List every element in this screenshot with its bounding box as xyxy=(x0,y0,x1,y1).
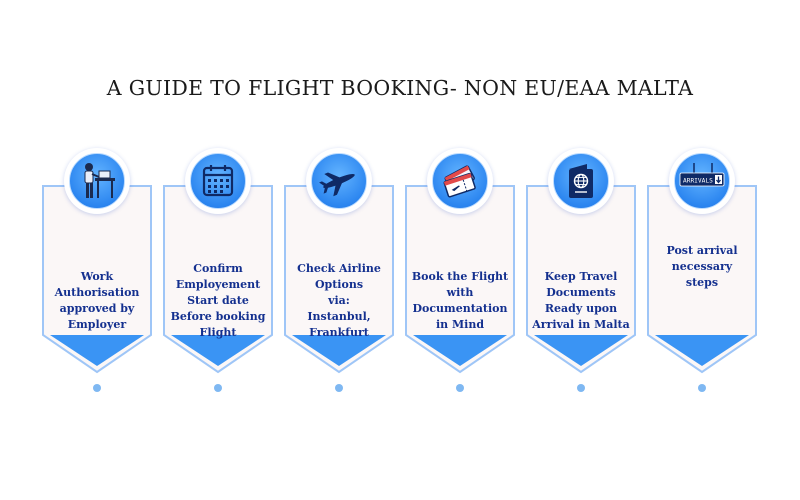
steps-row: Work Authorisation approved by Employer xyxy=(42,148,758,398)
step-dot xyxy=(577,384,585,392)
step-dot xyxy=(698,384,706,392)
step-card: Keep Travel Documents Ready upon Arrival… xyxy=(526,148,636,398)
step-card-body: Book the Flight with Documentation in Mi… xyxy=(405,185,515,375)
step-card: Post arrival necessary steps ARRIVALS xyxy=(647,148,757,398)
arrivals-sign-text: ARRIVALS xyxy=(683,178,713,185)
airplane-icon xyxy=(319,172,355,197)
step-card-body: Work Authorisation approved by Employer xyxy=(42,185,152,375)
step-dot xyxy=(456,384,464,392)
passport-icon xyxy=(569,164,593,198)
step-card: Confirm Employement Start date Before bo… xyxy=(163,148,273,398)
step-card: Work Authorisation approved by Employer xyxy=(42,148,152,398)
step-label: Book the Flight with Documentation in Mi… xyxy=(411,270,509,331)
calendar-icon xyxy=(202,165,234,197)
step-icon-badge xyxy=(64,148,130,214)
step-icon-badge xyxy=(306,148,372,214)
step-label: Work Authorisation approved by Employer xyxy=(54,270,140,331)
arrivals-sign-icon: ARRIVALS xyxy=(679,163,725,187)
step-card: Book the Flight with Documentation in Mi… xyxy=(405,148,515,398)
step-card: Check Airline Options via: Instanbul, Fr… xyxy=(284,148,394,398)
step-icon-badge xyxy=(427,148,493,214)
step-icon-badge xyxy=(185,148,251,214)
step-icon-badge xyxy=(548,148,614,214)
person-at-desk-icon xyxy=(84,163,115,198)
step-card-body: Post arrival necessary steps xyxy=(647,185,757,375)
flight-tickets-icon xyxy=(443,165,476,198)
step-dot xyxy=(335,384,343,392)
step-card-body: Check Airline Options via: Instanbul, Fr… xyxy=(284,185,394,375)
step-card-body: Confirm Employement Start date Before bo… xyxy=(163,185,273,375)
step-dot xyxy=(214,384,222,392)
step-label: Post arrival necessary steps xyxy=(666,244,738,289)
step-label: Confirm Employement Start date Before bo… xyxy=(170,262,266,339)
step-dot xyxy=(93,384,101,392)
step-icon-badge: ARRIVALS xyxy=(669,148,735,214)
step-card-body: Keep Travel Documents Ready upon Arrival… xyxy=(526,185,636,375)
page-title: A GUIDE TO FLIGHT BOOKING- NON EU/EAA MA… xyxy=(106,76,694,100)
step-label: Keep Travel Documents Ready upon Arrival… xyxy=(532,270,630,331)
step-label: Check Airline Options via: Instanbul, Fr… xyxy=(297,262,381,339)
